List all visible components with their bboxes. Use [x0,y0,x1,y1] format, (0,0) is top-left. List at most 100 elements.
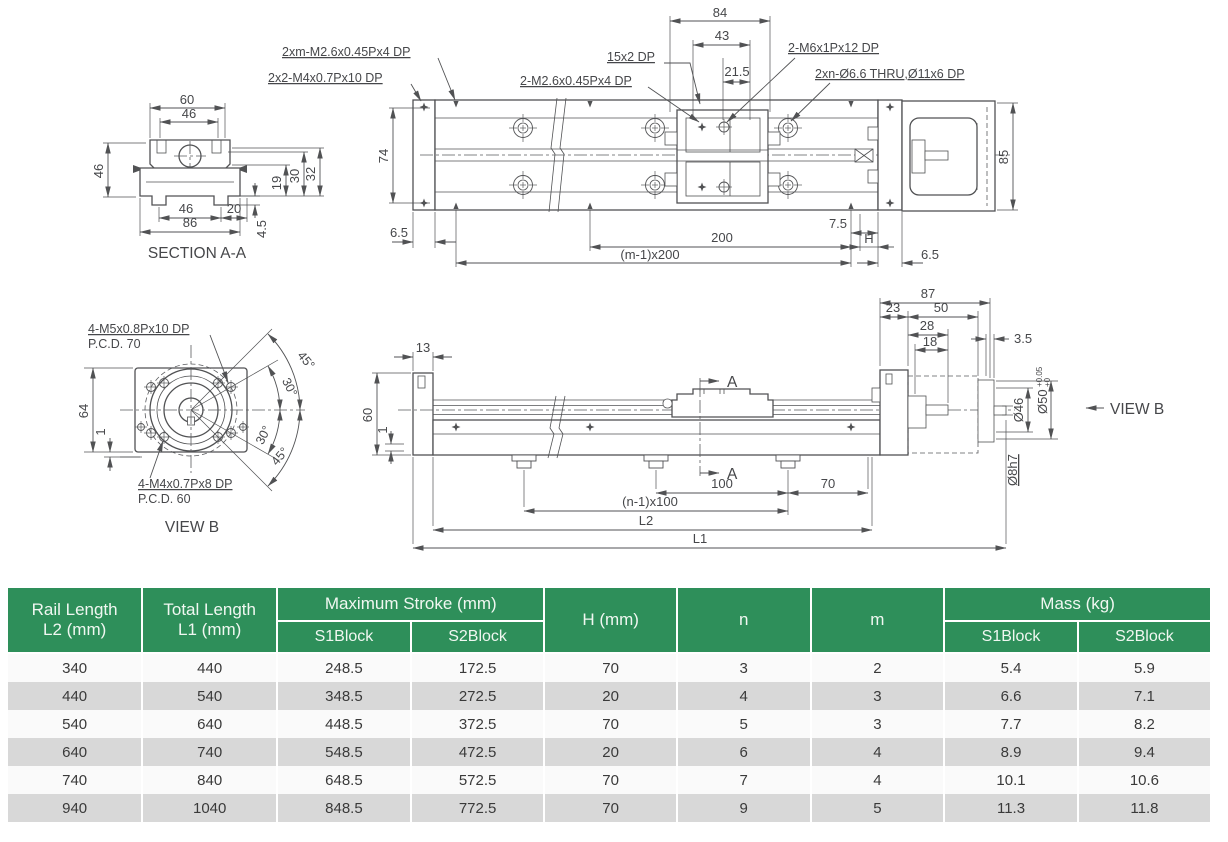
col-subheader-mass-s2block: S2Block [1077,621,1213,654]
col-header-h: H (mm) [544,588,678,654]
table-cell: 172.5 [410,653,546,682]
table-cell: 8.9 [944,738,1079,766]
technical-drawing: 60 46 46 46 20 86 4.5 19 30 32 [76,5,1164,551]
dim-label: 28 [920,318,934,333]
section-label: A [727,466,738,483]
dim-label: 32 [303,167,318,181]
thread-note: 2x2-M4x0.7Px10 DP [268,71,383,85]
table-cell: 472.5 [410,738,546,766]
table-cell: 448.5 [277,710,412,738]
thread-note: P.C.D. 60 [138,492,191,506]
dim-label: 1 [375,426,390,433]
col-header-total-length: Total Length L1 (mm) [142,588,279,654]
table-cell: 340 [8,653,144,682]
dim-label: 64 [76,404,91,418]
table-cell: 9 [676,794,812,822]
view-label: VIEW B [165,519,219,536]
thread-note: 2-M6x1Px12 DP [788,41,879,55]
table-cell: 9.4 [1077,738,1213,766]
table-cell: 348.5 [277,682,412,710]
table-cell: 372.5 [410,710,546,738]
col-header-mass: Mass (kg) [944,588,1212,622]
table-cell: 20 [544,682,678,710]
dim-label: 6.5 [921,247,939,262]
table-cell: 8.2 [1077,710,1213,738]
col-subheader-s1block: S1Block [277,621,412,654]
dim-label: 20 [227,201,241,216]
dim-label: (m-1)x200 [620,247,679,262]
dim-label: 46 [182,106,196,121]
dim-label: 30 [287,169,302,183]
table-cell: 848.5 [277,794,412,822]
dim-label: (n-1)x100 [622,494,678,509]
table-cell: 70 [544,653,678,682]
table-cell: 7.7 [944,710,1079,738]
table-cell: 6.6 [944,682,1079,710]
thread-note: 2xm-M2.6x0.45Px4 DP [282,45,411,59]
table-cell: 3 [676,653,812,682]
table-cell: 740 [142,738,279,766]
dim-label: 85 [996,150,1011,164]
dim-label: 1 [93,428,108,435]
dim-label: 100 [711,476,733,491]
section-aa-view: 60 46 46 46 20 86 4.5 19 30 32 [91,92,324,262]
thread-note: 2-M2.6x0.45Px4 DP [520,74,632,88]
dim-label: 6.5 [390,225,408,240]
dim-label: 60 [360,408,375,422]
dim-label: 3.5 [1014,331,1032,346]
table-cell: 640 [8,738,144,766]
table-cell: 3 [810,682,946,710]
dim-label: 50 [934,300,948,315]
dim-label: 4.5 [254,220,269,238]
section-label: A [727,374,738,391]
tolerance-label: +0 [1043,377,1052,387]
col-subheader-s2block: S2Block [410,621,546,654]
table-cell: 10.1 [944,766,1079,794]
angle-label: 30° [279,376,300,399]
dim-label: 13 [416,340,430,355]
col-subheader-mass-s1block: S1Block [944,621,1079,654]
dim-label: 46 [91,164,106,178]
table-cell: 11.8 [1077,794,1213,822]
table-cell: 440 [142,653,279,682]
table-cell: 540 [142,682,279,710]
table-cell: 648.5 [277,766,412,794]
table-cell: 5.4 [944,653,1079,682]
dim-label: 84 [713,5,727,20]
table-cell: 4 [810,766,946,794]
table-cell: 5.9 [1077,653,1213,682]
tolerance-label: +0.05 [1035,366,1044,387]
thread-note: 2xn-Ø6.6 THRU,Ø11x6 DP [815,67,965,81]
dim-label: Ø46 [1011,398,1026,423]
dim-label: 23 [886,300,900,315]
dim-label: L1 [693,531,707,546]
dim-label: 70 [821,476,835,491]
table-cell: 11.3 [944,794,1079,822]
table-cell: 70 [544,710,678,738]
thread-note: P.C.D. 70 [88,337,141,351]
thread-note: 4-M5x0.8Px10 DP [88,322,189,336]
col-header-max-stroke: Maximum Stroke (mm) [277,588,546,622]
dim-label: 43 [715,28,729,43]
table-cell: 248.5 [277,653,412,682]
dim-label: 46 [179,201,193,216]
table-cell: 4 [810,738,946,766]
table-cell: 5 [676,710,812,738]
thread-note: 4-M4x0.7Px8 DP [138,477,232,491]
table-cell: 772.5 [410,794,546,822]
table-cell: 5 [810,794,946,822]
col-header-rail-length: Rail Length L2 (mm) [8,588,144,654]
table-cell: 70 [544,766,678,794]
table-cell: 840 [142,766,279,794]
dim-label: 87 [921,286,935,301]
view-label: VIEW B [1110,401,1164,418]
spec-table: Rail Length L2 (mm) Total Length L1 (mm)… [8,588,1213,822]
table-cell: 548.5 [277,738,412,766]
table-cell: 3 [810,710,946,738]
